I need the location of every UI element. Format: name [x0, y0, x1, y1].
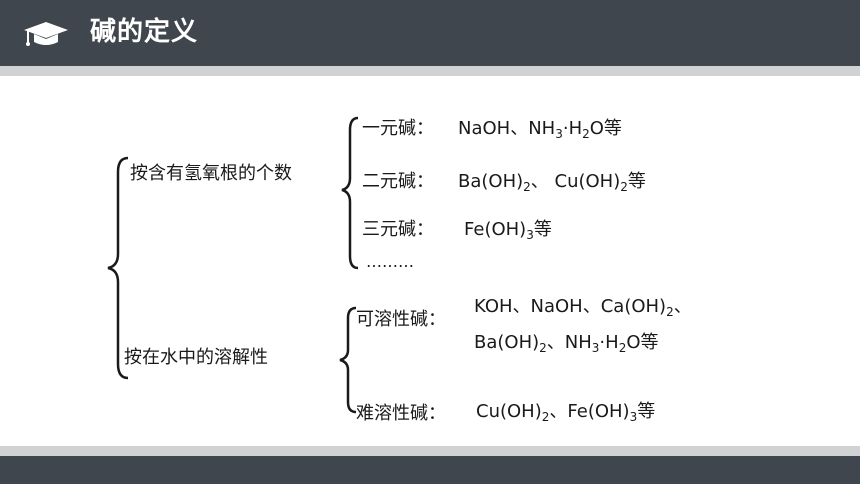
- category-hydroxide-count: 按含有氢氧根的个数: [130, 163, 292, 184]
- insoluble-examples: Cu(OH)2、Fe(OH)3等: [476, 401, 656, 424]
- soluble-examples-line1: KOH、NaOH、Ca(OH)2、: [474, 296, 692, 319]
- page-title: 碱的定义: [90, 17, 199, 47]
- footer-stripe: [0, 446, 860, 456]
- diacidic-examples: Ba(OH)2、 Cu(OH)2等: [458, 171, 646, 194]
- insoluble-label: 难溶性碱：: [356, 403, 446, 424]
- header-stripe: [0, 66, 860, 76]
- graduation-cap-icon: [24, 22, 68, 46]
- soluble-label: 可溶性碱：: [356, 309, 446, 330]
- hydroxide-brace: [341, 116, 359, 270]
- diacidic-label: 二元碱：: [362, 171, 434, 192]
- triacidic-examples: Fe(OH)3等: [464, 219, 552, 242]
- soluble-examples-line2: Ba(OH)2、NH3·H2O等: [474, 332, 659, 355]
- ellipsis: ………: [366, 252, 414, 271]
- footer-bar: [0, 456, 860, 484]
- triacidic-label: 三元碱：: [362, 219, 434, 240]
- category-solubility: 按在水中的溶解性: [124, 347, 268, 368]
- header-bar: 碱的定义: [0, 0, 860, 66]
- solubility-brace: [339, 306, 357, 414]
- monoacidic-label: 一元碱：: [362, 118, 434, 139]
- monoacidic-examples: NaOH、NH3·H2O等: [458, 118, 622, 141]
- main-brace: [107, 156, 129, 380]
